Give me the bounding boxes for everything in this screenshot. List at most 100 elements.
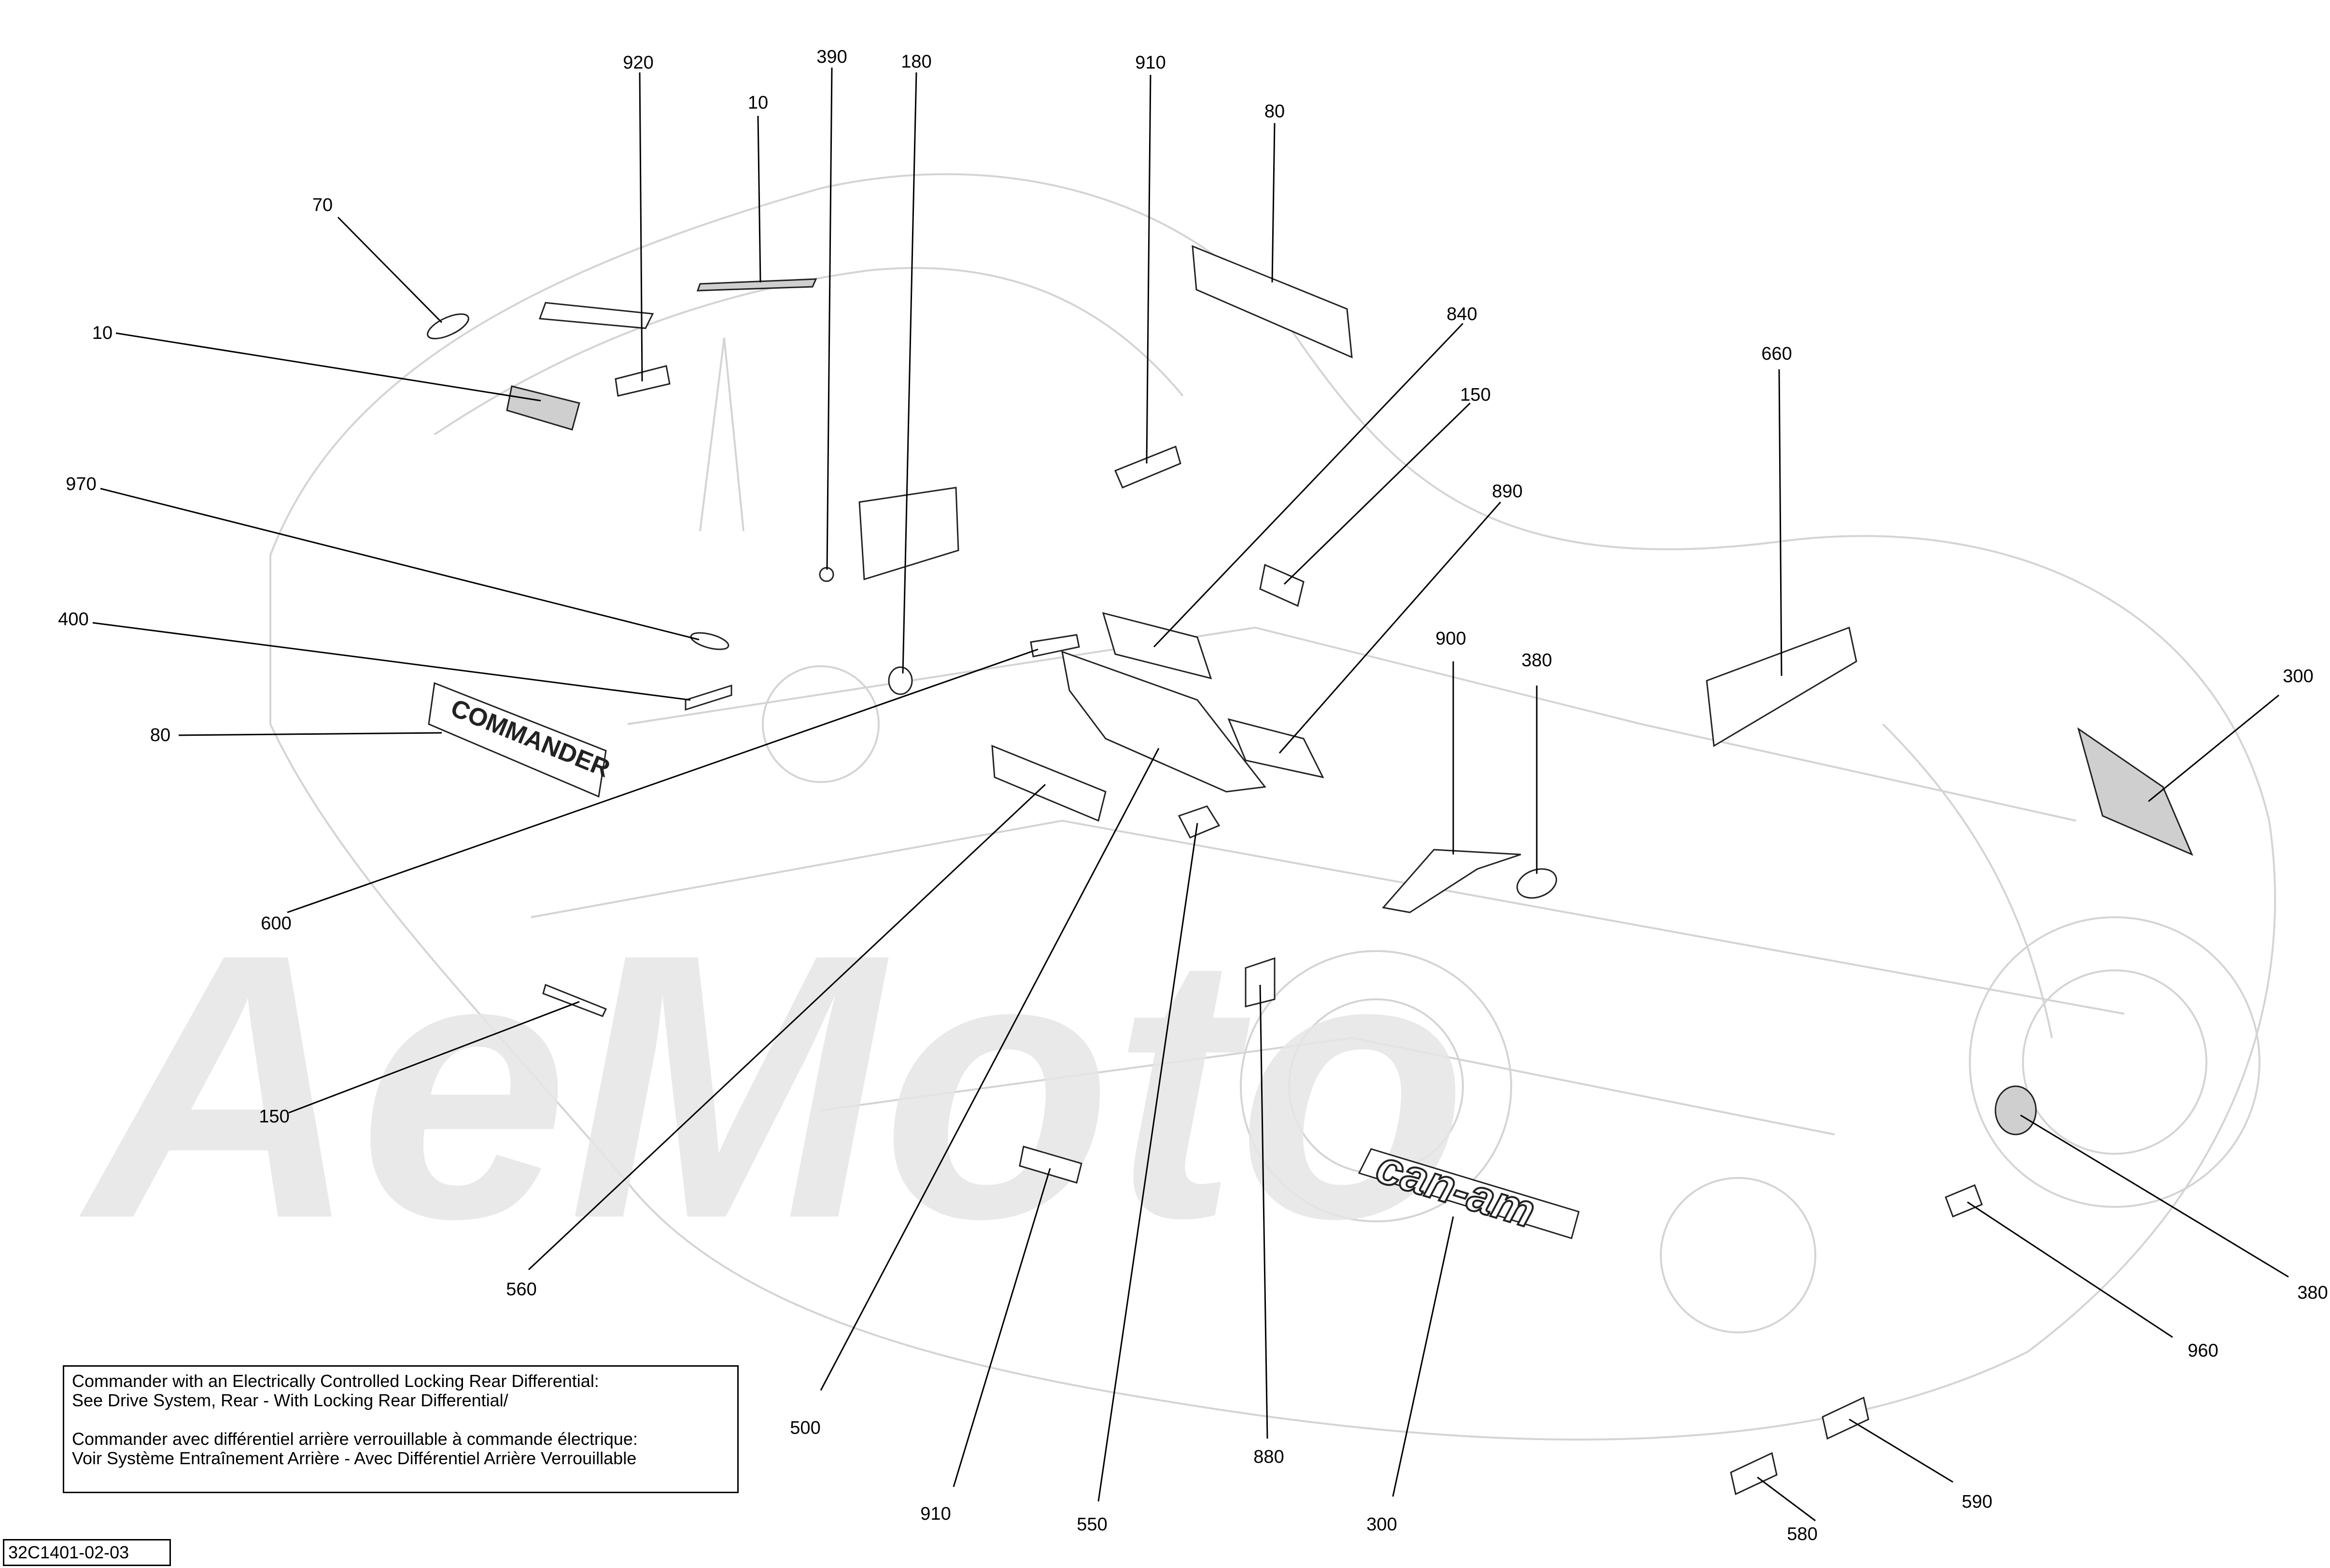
- decal-10-top: [696, 278, 817, 292]
- leader-150-left: [288, 1001, 580, 1114]
- leader-580: [1757, 1476, 1816, 1522]
- leader-80-left: [178, 732, 442, 736]
- decal-910-bottom: [1019, 1146, 1082, 1184]
- leader-880: [1259, 984, 1268, 1439]
- leader-150-top: [1283, 402, 1471, 585]
- leader-400: [92, 622, 691, 701]
- decal-900: [1382, 849, 1521, 913]
- decal-880: [1245, 957, 1276, 1008]
- decal-920-top: [538, 302, 654, 329]
- leader-500: [820, 748, 1160, 1391]
- decal-500: [1061, 650, 1266, 793]
- leader-10-left: [115, 332, 541, 402]
- leader-80-top: [1271, 123, 1276, 283]
- decal-380-top: [1516, 868, 1558, 899]
- decal-390: [858, 487, 959, 580]
- decal-380-right: [1994, 1085, 2037, 1135]
- decal-550: [1178, 805, 1221, 839]
- decal-80-top: [1192, 245, 1353, 359]
- decal-960: [1945, 1184, 1983, 1218]
- callout-80-left: 80: [150, 725, 170, 745]
- note-line-2: See Drive System, Rear - With Locking Re…: [72, 1390, 508, 1410]
- decal-400: [685, 684, 732, 711]
- leader-10-top: [757, 115, 761, 283]
- note-line-1: Commander with an Electrically Controlle…: [72, 1371, 599, 1391]
- decal-580: [1730, 1452, 1778, 1496]
- callout-560: 560: [506, 1279, 536, 1300]
- decal-80-commander: [428, 682, 607, 798]
- decal-560: [991, 744, 1107, 822]
- cross-reference-note: Commander with an Electrically Controlle…: [63, 1365, 739, 1493]
- note-line-3: Commander avec différentiel arrière verr…: [72, 1429, 638, 1449]
- leader-390: [826, 67, 833, 570]
- vehicle-ghost-outline: [269, 173, 2276, 1441]
- decal-590: [1822, 1396, 1869, 1440]
- callout-660: 660: [1761, 344, 1792, 364]
- note-line-4: Voir Système Entraînement Arrière - Avec…: [72, 1448, 637, 1468]
- leader-300-right: [2148, 694, 2279, 802]
- decal-300-can-am: [1358, 1148, 1580, 1239]
- decal-890: [1227, 718, 1324, 779]
- decal-840: [1102, 612, 1212, 680]
- leader-970: [100, 488, 700, 641]
- decal-970: [690, 632, 730, 650]
- callout-380-top: 380: [1521, 650, 1552, 671]
- callout-970: 970: [66, 474, 96, 494]
- decal-390-dot: [819, 567, 834, 582]
- callout-380-right: 380: [2297, 1283, 2328, 1303]
- callout-70: 70: [312, 195, 333, 215]
- callout-960: 960: [2188, 1341, 2218, 1361]
- callout-920: 920: [623, 53, 653, 73]
- callout-400: 400: [58, 609, 88, 630]
- callout-910-top: 910: [1135, 53, 1165, 73]
- decal-10-left: [506, 385, 580, 431]
- callout-550: 550: [1077, 1514, 1107, 1535]
- leader-920: [639, 72, 643, 382]
- callout-600: 600: [261, 913, 291, 934]
- leader-660: [1778, 369, 1783, 676]
- callout-10-left: 10: [92, 323, 112, 343]
- leader-910-top: [1146, 74, 1151, 464]
- leader-lines: [92, 67, 2289, 1522]
- callout-580: 580: [1787, 1524, 1817, 1544]
- decal-70: [427, 313, 469, 339]
- leader-180: [902, 72, 917, 674]
- callout-910-bottom: 910: [920, 1504, 951, 1524]
- callout-500: 500: [790, 1418, 820, 1438]
- callout-300-right: 300: [2283, 666, 2313, 686]
- leader-300-bottom: [1392, 1216, 1454, 1497]
- leader-890: [1278, 502, 1502, 754]
- leader-70: [337, 216, 443, 323]
- callout-900: 900: [1435, 629, 1466, 649]
- decal-150-top: [1259, 563, 1305, 607]
- callout-150-left: 150: [259, 1106, 289, 1127]
- decal-600: [1030, 634, 1080, 658]
- leader-550: [1097, 823, 1198, 1502]
- decals: COMMANDER can-am: [427, 245, 2193, 1496]
- leader-560: [528, 784, 1046, 1271]
- decal-910-top: [1114, 445, 1181, 489]
- callout-300-bottom: 300: [1366, 1514, 1397, 1535]
- leader-380-right: [2020, 1114, 2289, 1278]
- decal-300-right: [2077, 727, 2193, 856]
- leader-590: [1849, 1418, 1953, 1483]
- watermark: AeMoto: [75, 876, 1468, 1297]
- leader-910-bottom: [953, 1168, 1051, 1487]
- decal-150-left: [542, 983, 607, 1017]
- callout-840: 840: [1446, 304, 1477, 324]
- callout-390: 390: [816, 47, 847, 67]
- watermark-text: AeMoto: [75, 876, 1468, 1297]
- callout-890: 890: [1492, 481, 1522, 502]
- decal-180: [888, 666, 913, 695]
- callout-590: 590: [1962, 1492, 1992, 1512]
- leader-600: [287, 648, 1039, 913]
- diagram-reference-code: 32C1401-02-03: [3, 1539, 171, 1566]
- callout-10-top: 10: [748, 93, 768, 113]
- decal-660: [1706, 626, 1857, 747]
- callout-180: 180: [901, 52, 931, 72]
- callout-labels: 920 390 180 10 910 80 70 10 840 150 660 …: [58, 47, 2328, 1544]
- callout-80-top: 80: [1264, 101, 1285, 122]
- leader-960: [1967, 1201, 2173, 1338]
- callout-880: 880: [1253, 1447, 1284, 1467]
